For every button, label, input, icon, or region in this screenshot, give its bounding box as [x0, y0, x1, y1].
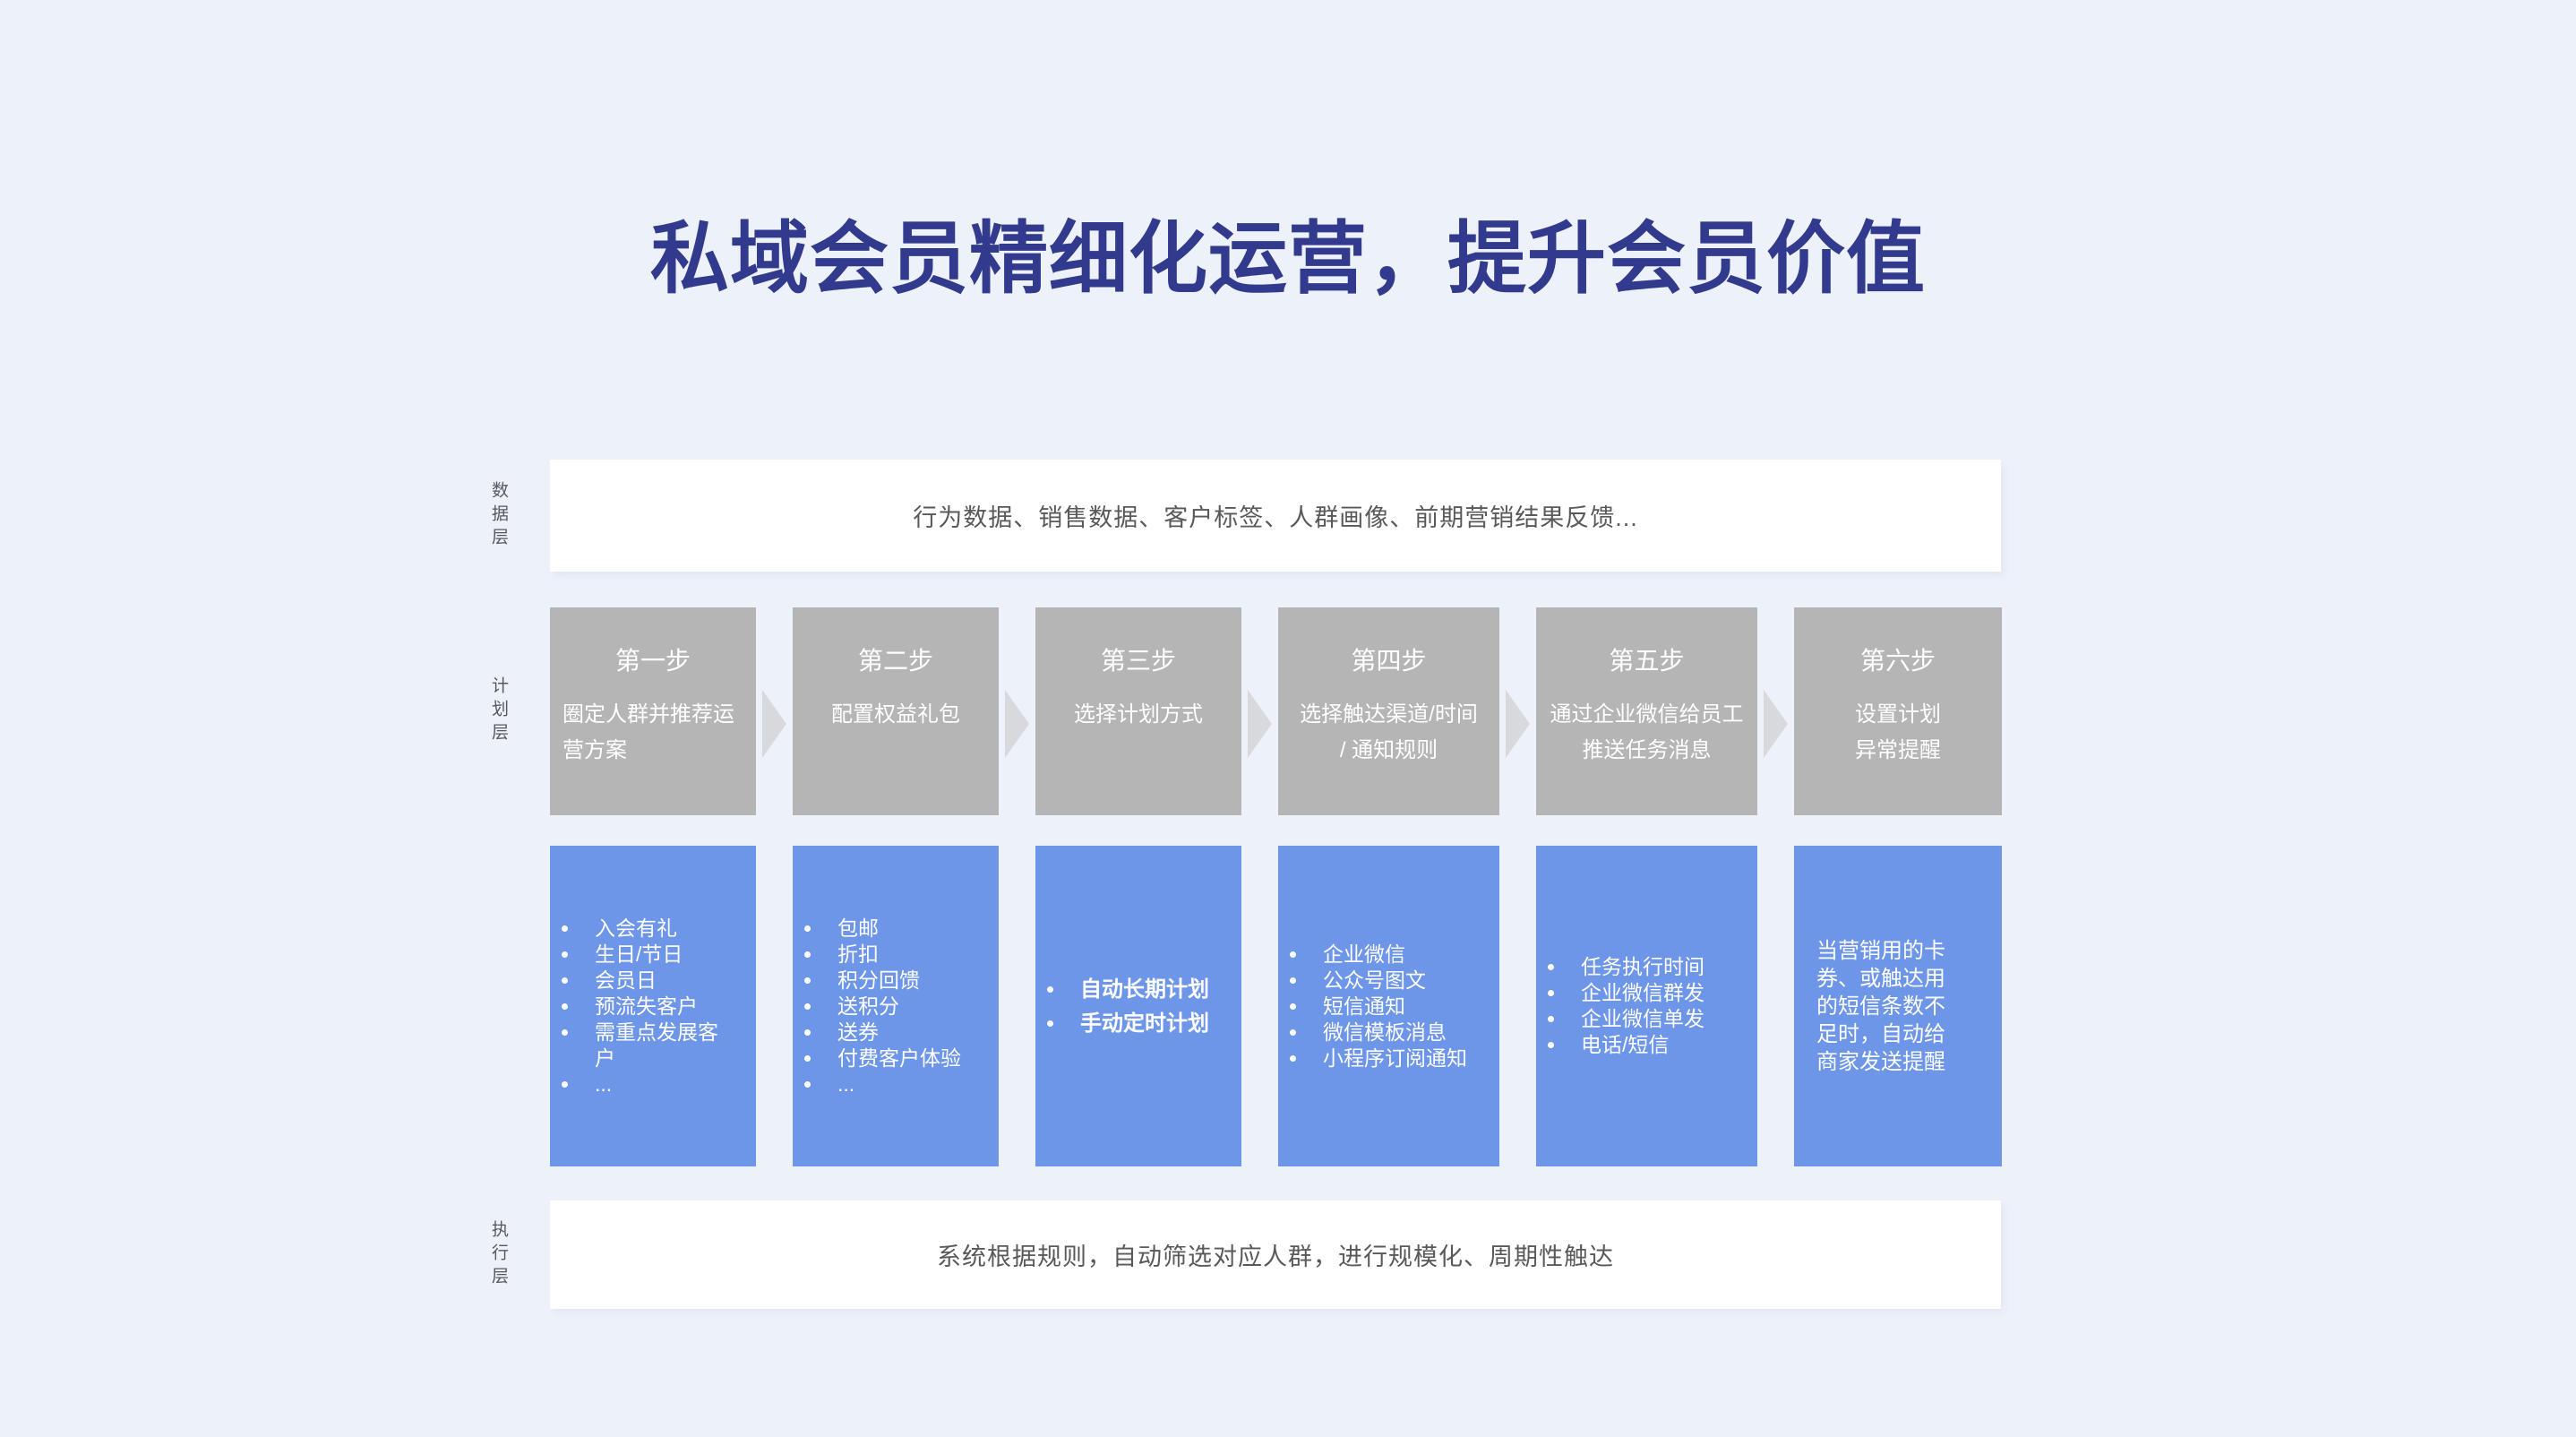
layer-label-plan: 计划层	[489, 676, 508, 746]
list-item: 公众号图文	[1278, 968, 1474, 994]
detail-card-1: 入会有礼生日/节日会员日预流失客户需重点发展客户...	[550, 846, 756, 1166]
arrow-right-icon	[1248, 690, 1272, 758]
detail-card-3: 自动长期计划手动定时计划	[1035, 846, 1241, 1166]
arrow-right-icon	[1005, 690, 1029, 758]
step-title: 第四步	[1351, 647, 1427, 675]
list-item: 送券	[793, 1020, 974, 1045]
arrow-right-icon	[1506, 690, 1530, 758]
detail-list: 入会有礼生日/节日会员日预流失客户需重点发展客户...	[550, 916, 756, 1097]
step-desc: 选择计划方式	[1074, 702, 1203, 727]
detail-row: 入会有礼生日/节日会员日预流失客户需重点发展客户... 包邮折扣积分回馈送积分送…	[485, 846, 2002, 1166]
step-desc: 配置权益礼包	[831, 702, 960, 727]
step-title: 第二步	[857, 647, 933, 675]
layer-label-data: 数据层	[489, 480, 508, 551]
detail-card-5: 任务执行时间企业微信群发企业微信单发电话/短信	[1536, 846, 1757, 1166]
list-item: 生日/节日	[550, 942, 731, 968]
step-4-card: 第四步 选择触达渠道/时间 / 通知规则	[1278, 607, 1530, 815]
plan-layer-row: 计划层 第一步 圈定人群并推荐运营方案 第二步 配置权益礼包 第三步 选择计划方…	[485, 607, 2002, 815]
step-desc: 通过企业微信给员工 推送任务消息	[1550, 702, 1744, 762]
list-item: 手动定时计划	[1035, 1011, 1216, 1037]
list-item: 短信通知	[1278, 994, 1474, 1020]
step-3-card: 第三步 选择计划方式	[1035, 607, 1272, 815]
step-2-card: 第二步 配置权益礼包	[793, 607, 1029, 815]
exec-layer-bar: 系统根据规则，自动筛选对应人群，进行规模化、周期性触达	[550, 1200, 2001, 1309]
details-row: 入会有礼生日/节日会员日预流失客户需重点发展客户... 包邮折扣积分回馈送积分送…	[550, 846, 2002, 1166]
steps-row: 第一步 圈定人群并推荐运营方案 第二步 配置权益礼包 第三步 选择计划方式 第四…	[550, 607, 2002, 815]
step-desc: 设置计划 异常提醒	[1855, 702, 1941, 762]
list-item: 企业微信单发	[1536, 1006, 1732, 1032]
data-layer-bar: 行为数据、销售数据、客户标签、人群画像、前期营销结果反馈...	[550, 460, 2001, 572]
detail-list: 企业微信公众号图文短信通知微信模板消息小程序订阅通知	[1278, 942, 1499, 1071]
detail-list: 任务执行时间企业微信群发企业微信单发电话/短信	[1536, 954, 1757, 1058]
detail-list: 包邮折扣积分回馈送积分送券付费客户体验...	[793, 916, 999, 1097]
list-item: 付费客户体验	[793, 1045, 974, 1071]
diagram: 数据层 行为数据、销售数据、客户标签、人群画像、前期营销结果反馈... 计划层 …	[485, 460, 2002, 1309]
list-item: 企业微信群发	[1536, 980, 1732, 1006]
arrow-right-icon	[1764, 690, 1788, 758]
list-item: 送积分	[793, 994, 974, 1020]
arrow-right-icon	[762, 690, 786, 758]
list-item: 会员日	[550, 968, 731, 994]
step-5-card: 第五步 通过企业微信给员工 推送任务消息	[1536, 607, 1788, 815]
step-desc: 圈定人群并推荐运营方案	[562, 702, 734, 762]
detail-card-2: 包邮折扣积分回馈送积分送券付费客户体验...	[793, 846, 999, 1166]
page-title: 私域会员精细化运营，提升会员价值	[649, 213, 1926, 303]
data-layer-text: 行为数据、销售数据、客户标签、人群画像、前期营销结果反馈...	[913, 504, 1638, 531]
list-item: 企业微信	[1278, 942, 1474, 968]
layer-label-exec: 执行层	[489, 1219, 508, 1290]
step-title: 第六步	[1859, 647, 1936, 675]
detail-card-4: 企业微信公众号图文短信通知微信模板消息小程序订阅通知	[1278, 846, 1499, 1166]
exec-layer-text: 系统根据规则，自动筛选对应人群，进行规模化、周期性触达	[937, 1243, 1614, 1270]
list-item: 任务执行时间	[1536, 954, 1732, 980]
list-item: 电话/短信	[1536, 1032, 1732, 1058]
detail-list: 自动长期计划手动定时计划	[1035, 968, 1241, 1045]
list-item: 自动长期计划	[1035, 977, 1216, 1002]
step-6-card: 第六步 设置计划 异常提醒	[1794, 607, 2002, 815]
list-item: ...	[550, 1071, 731, 1097]
detail-card-6: 当营销用的卡券、或触达用的短信条数不足时，自动给商家发送提醒	[1794, 846, 2002, 1166]
step-title: 第一步	[614, 647, 691, 675]
list-item: 积分回馈	[793, 968, 974, 994]
list-item: 折扣	[793, 942, 974, 968]
step-1-card: 第一步 圈定人群并推荐运营方案	[550, 607, 786, 815]
data-layer-row: 数据层 行为数据、销售数据、客户标签、人群画像、前期营销结果反馈...	[485, 460, 2001, 572]
list-item: 入会有礼	[550, 916, 731, 942]
list-item: ...	[793, 1071, 974, 1097]
step-desc: 选择触达渠道/时间 / 通知规则	[1300, 702, 1478, 762]
list-item: 小程序订阅通知	[1278, 1045, 1474, 1071]
exec-layer-row: 执行层 系统根据规则，自动筛选对应人群，进行规模化、周期性触达	[485, 1200, 2001, 1309]
step-title: 第三步	[1100, 647, 1176, 675]
step-title: 第五步	[1609, 647, 1685, 675]
list-item: 需重点发展客户	[550, 1020, 731, 1071]
list-item: 微信模板消息	[1278, 1020, 1474, 1045]
list-item: 包邮	[793, 916, 974, 942]
detail-text: 当营销用的卡券、或触达用的短信条数不足时，自动给商家发送提醒	[1816, 938, 1945, 1074]
list-item: 预流失客户	[550, 994, 731, 1020]
